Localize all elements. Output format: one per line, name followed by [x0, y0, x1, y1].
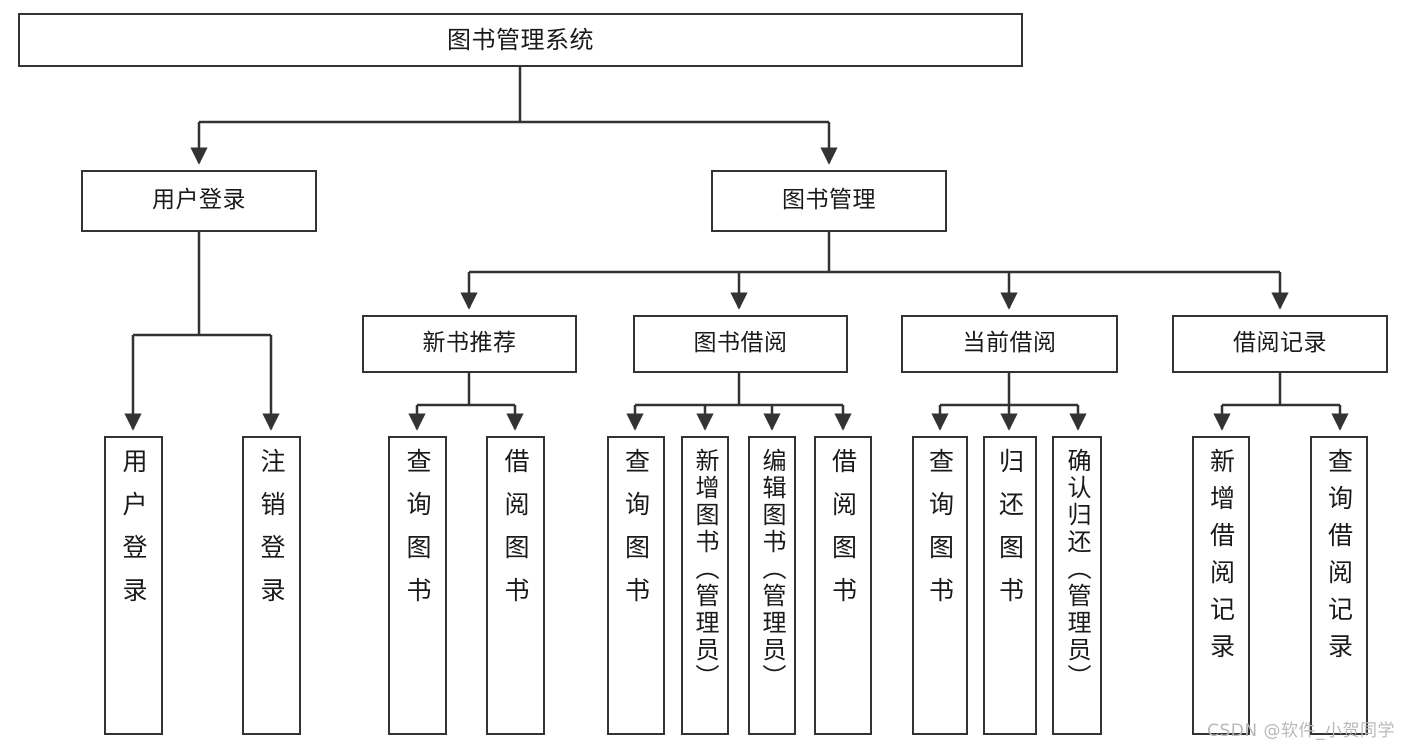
- node-label: 图书借阅: [693, 330, 788, 357]
- node-label: 用户登录: [152, 187, 246, 214]
- node-book-management[interactable]: 图书管理: [711, 170, 947, 232]
- leaf-query-borrow-record[interactable]: 查询借阅记录: [1310, 436, 1368, 735]
- leaf-query-book-current[interactable]: 查询图书: [912, 436, 968, 735]
- node-label: 查询图书: [403, 448, 432, 620]
- node-current-borrowing[interactable]: 当前借阅: [901, 315, 1118, 373]
- node-label: 图书管理: [782, 187, 876, 214]
- watermark: CSDN @软件_小贺同学: [1207, 721, 1395, 741]
- node-label: 新增图书（管理员）: [691, 448, 719, 691]
- node-label: 借阅记录: [1233, 330, 1327, 357]
- node-label: 新书推荐: [422, 330, 517, 357]
- node-label: 编辑图书（管理员）: [758, 448, 786, 691]
- leaf-confirm-return-admin[interactable]: 确认归还（管理员）: [1052, 436, 1102, 735]
- node-label: 确认归还（管理员）: [1063, 448, 1091, 691]
- leaf-query-book-newbook[interactable]: 查询图书: [388, 436, 447, 735]
- node-label: 注销登录: [257, 448, 286, 620]
- leaf-edit-book-admin[interactable]: 编辑图书（管理员）: [748, 436, 796, 735]
- node-label: 归还图书: [995, 448, 1025, 620]
- node-label: 借阅图书: [828, 448, 858, 620]
- leaf-borrow-book-newbook[interactable]: 借阅图书: [486, 436, 545, 735]
- leaf-return-book[interactable]: 归还图书: [983, 436, 1037, 735]
- node-root-book-management-system[interactable]: 图书管理系统: [18, 13, 1023, 67]
- node-label: 图书管理系统: [447, 25, 594, 54]
- node-label: 新增借阅记录: [1206, 448, 1236, 670]
- node-label: 查询图书: [925, 448, 955, 620]
- node-new-book-recommendation[interactable]: 新书推荐: [362, 315, 577, 373]
- node-label: 当前借阅: [962, 330, 1057, 357]
- leaf-borrow-book[interactable]: 借阅图书: [814, 436, 872, 735]
- leaf-user-login[interactable]: 用户登录: [104, 436, 163, 735]
- node-book-borrowing[interactable]: 图书借阅: [633, 315, 848, 373]
- leaf-add-borrow-record[interactable]: 新增借阅记录: [1192, 436, 1250, 735]
- leaf-add-book-admin[interactable]: 新增图书（管理员）: [681, 436, 729, 735]
- node-user-login[interactable]: 用户登录: [81, 170, 317, 232]
- node-label: 查询图书: [621, 448, 651, 620]
- node-borrowing-records[interactable]: 借阅记录: [1172, 315, 1388, 373]
- node-label: 用户登录: [119, 448, 148, 620]
- node-label: 借阅图书: [501, 448, 530, 620]
- leaf-query-book-borrow[interactable]: 查询图书: [607, 436, 665, 735]
- leaf-logout[interactable]: 注销登录: [242, 436, 301, 735]
- node-label: 查询借阅记录: [1324, 448, 1354, 670]
